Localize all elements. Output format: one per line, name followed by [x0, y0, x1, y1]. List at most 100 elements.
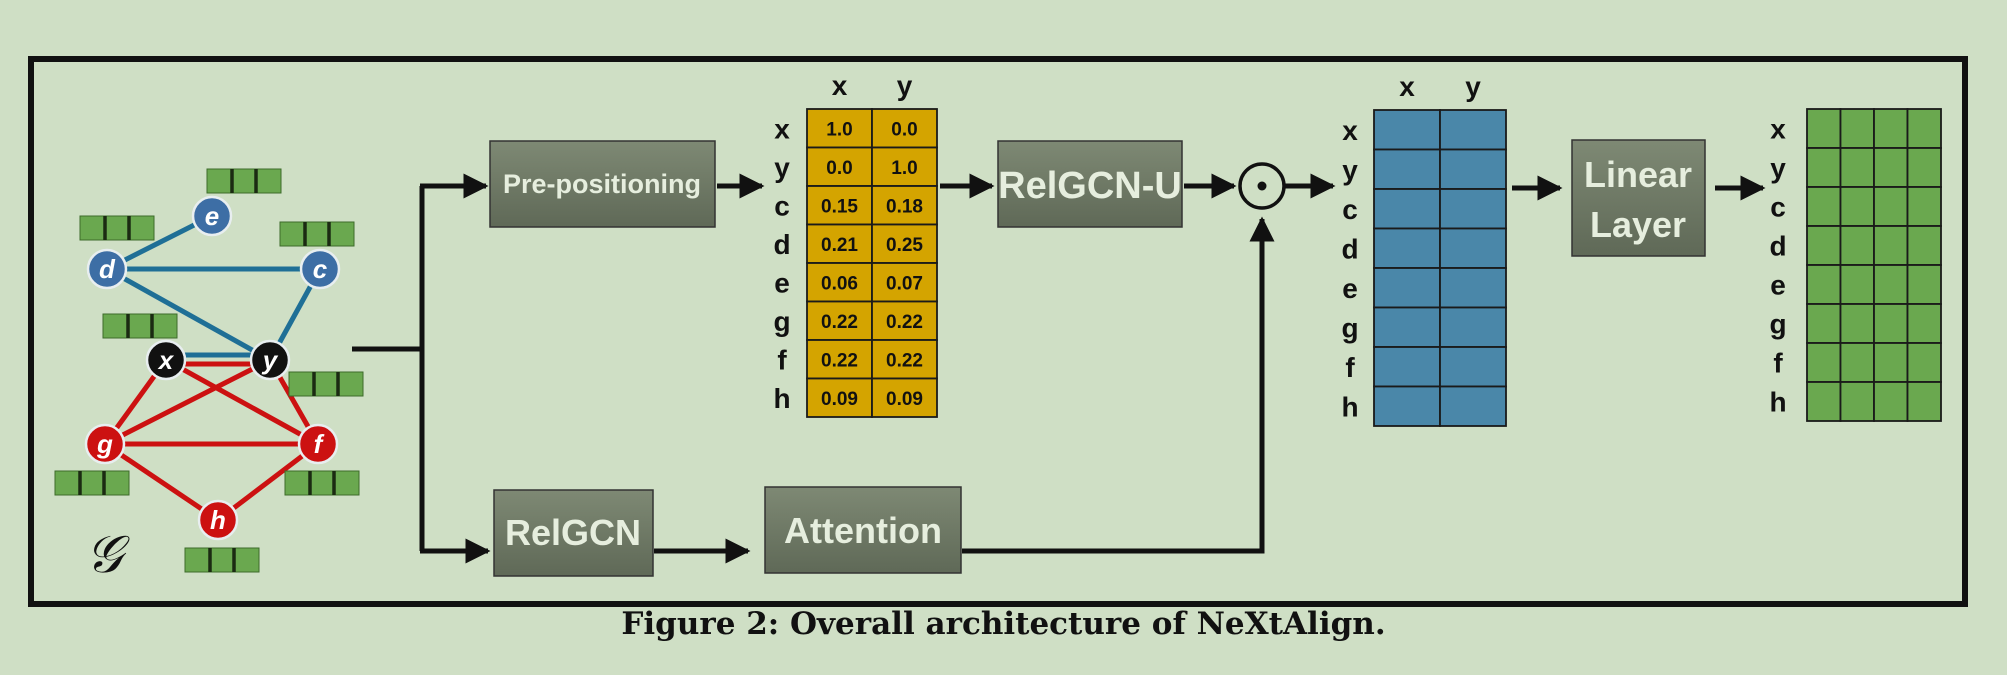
matrix-value: 0.09	[821, 389, 858, 410]
graph-node-label: g	[96, 429, 113, 459]
graph-node-h: h	[197, 499, 239, 541]
matrix-cell	[1806, 225, 1842, 266]
relgcn-label: RelGCN	[505, 512, 641, 553]
flow-arrows	[352, 173, 1766, 564]
matrix-value: 0.22	[821, 350, 858, 371]
matrix-value: 0.22	[886, 312, 923, 333]
feature-bar	[284, 470, 360, 496]
matrix-value: 0.15	[821, 196, 858, 217]
row-label: c	[774, 190, 790, 221]
row-label: y	[1342, 154, 1358, 185]
matrix-cell	[1806, 108, 1842, 149]
matrix-cell	[1806, 381, 1842, 422]
matrix-cell	[1906, 225, 1942, 266]
matrix-cell	[871, 146, 938, 187]
graph-node-x: x	[145, 339, 187, 381]
row-label: h	[773, 383, 790, 414]
column-header: x	[832, 70, 848, 101]
graph-node-e: e	[191, 195, 233, 237]
matrix-cell	[1873, 225, 1909, 266]
feature-bar	[102, 313, 178, 339]
row-label: f	[777, 344, 787, 375]
matrix-value: 0.06	[821, 273, 858, 294]
matrix-cell	[1806, 147, 1842, 188]
matrix-value: 0.07	[886, 273, 923, 294]
matrix-cell	[1839, 342, 1875, 383]
matrix-cell	[1839, 264, 1875, 305]
feature-bar	[279, 221, 355, 247]
matrix-cell	[1839, 381, 1875, 422]
matrix-cell	[1373, 188, 1441, 230]
row-label: e	[1770, 270, 1786, 301]
matrix-cell	[871, 300, 938, 341]
row-label: x	[774, 113, 790, 144]
row-label: d	[1341, 233, 1358, 264]
matrix-cell	[1906, 147, 1942, 188]
matrix-cell	[871, 339, 938, 380]
matrix-cell	[1439, 267, 1507, 309]
matrix-cell	[1839, 186, 1875, 227]
matrix-cell	[1873, 303, 1909, 344]
matrix-cell	[1439, 109, 1507, 151]
matrix-cell	[1839, 108, 1875, 149]
row-label: y	[1770, 153, 1786, 184]
graph-node-label: f	[314, 429, 325, 459]
graph-node-g: g	[84, 423, 126, 465]
row-label: d	[1769, 231, 1786, 262]
edge-g-h	[103, 441, 220, 523]
feature-bar	[54, 470, 130, 496]
matrix-cell	[1906, 186, 1942, 227]
matrix-cell	[1906, 108, 1942, 149]
edge-d-y	[105, 266, 272, 363]
relgcn-u-label: RelGCN-U	[998, 165, 1182, 207]
matrix-cell	[806, 300, 873, 341]
attention-label: Attention	[784, 510, 942, 551]
graph-node-label: h	[210, 505, 226, 535]
matrix-value: 1.0	[826, 119, 852, 140]
matrix-cell	[871, 262, 938, 303]
prepositioning-label: Pre-positioning	[503, 169, 701, 199]
figure-frame	[28, 56, 1968, 607]
row-label: d	[773, 229, 790, 260]
matrix-cell	[1373, 346, 1441, 388]
matrix-cell	[1373, 267, 1441, 309]
matrix-cell	[806, 377, 873, 418]
matrix-cell	[1373, 385, 1441, 427]
graph-node-d: d	[86, 248, 128, 290]
graph-node-c: c	[299, 248, 341, 290]
column-header: y	[1465, 71, 1481, 102]
block-linear-layer: Linear Layer	[1571, 139, 1706, 257]
row-label: x	[1770, 114, 1786, 145]
row-label: x	[1342, 115, 1358, 146]
matrix-cell	[1906, 264, 1942, 305]
matrix-cell	[1906, 342, 1942, 383]
figure-caption: Figure 2: Overall architecture of NeXtAl…	[621, 606, 1386, 642]
matrix-cell	[1439, 188, 1507, 230]
graph-node-f: f	[297, 423, 339, 465]
row-label: g	[1769, 309, 1786, 340]
row-label: f	[1773, 348, 1783, 379]
column-header: y	[897, 70, 913, 101]
matrix-value: 0.21	[821, 235, 858, 256]
row-label: g	[1341, 312, 1358, 343]
row-label: h	[1769, 387, 1786, 418]
row-label: f	[1345, 352, 1355, 383]
edge-x-f	[164, 357, 320, 447]
matrix-cell	[1439, 385, 1507, 427]
matrix-value: 0.09	[886, 389, 923, 410]
matrix-cell	[1839, 147, 1875, 188]
matrix-cell	[1439, 227, 1507, 269]
matrix-cell	[871, 108, 938, 149]
matrix-cell	[871, 185, 938, 226]
matrix-cell	[1439, 306, 1507, 348]
matrix-cell	[1839, 303, 1875, 344]
graph-node-label: e	[205, 201, 219, 231]
block-relgcn: RelGCN	[493, 489, 654, 577]
matrix-cell	[1373, 148, 1441, 190]
matrix-cell	[1439, 346, 1507, 388]
matrix-value: 1.0	[891, 158, 917, 179]
block-relgcn-u: RelGCN-U	[997, 140, 1183, 228]
